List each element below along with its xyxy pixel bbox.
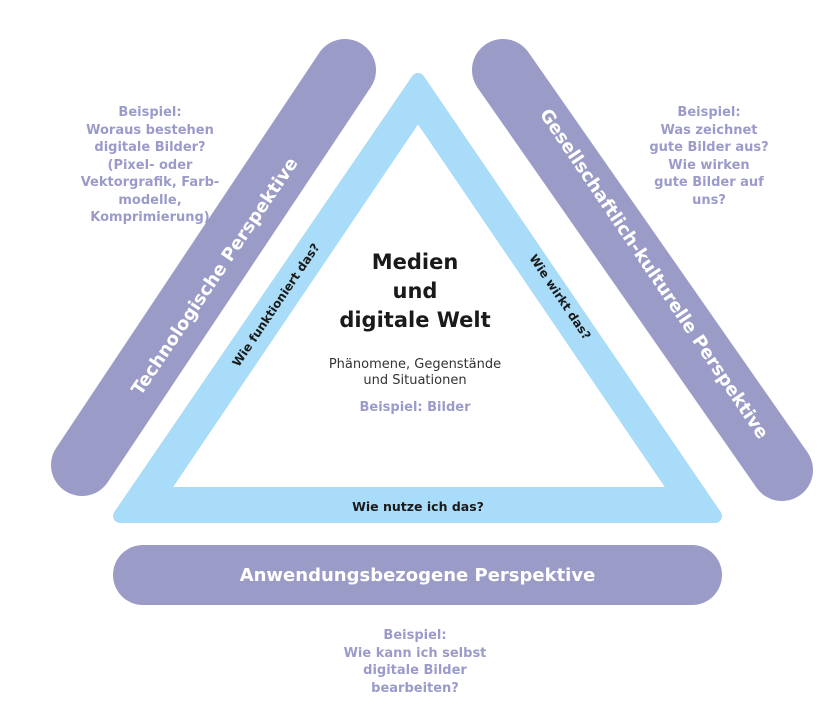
center-title: Medien und digitale Welt xyxy=(339,250,491,332)
application-perspective-pill xyxy=(113,545,722,605)
technological-perspective-pill xyxy=(51,39,376,496)
edge-label-bottom: Wie nutze ich das? xyxy=(352,499,484,514)
triangle-band xyxy=(113,73,722,523)
social-cultural-example: Beispiel: Was zeichnet gute Bilder aus? … xyxy=(649,105,769,208)
social-cultural-perspective-pill xyxy=(472,39,813,501)
center-subtitle: Phänomene, Gegenstände und Situationen xyxy=(328,357,502,388)
application-perspective-label: Anwendungsbezogene Perspektive xyxy=(239,564,596,586)
application-example: Beispiel: Wie kann ich selbst digitale B… xyxy=(343,628,487,696)
technological-example: Beispiel: Woraus bestehen digitale Bilde… xyxy=(80,105,220,225)
center-example: Beispiel: Bilder xyxy=(359,400,471,415)
